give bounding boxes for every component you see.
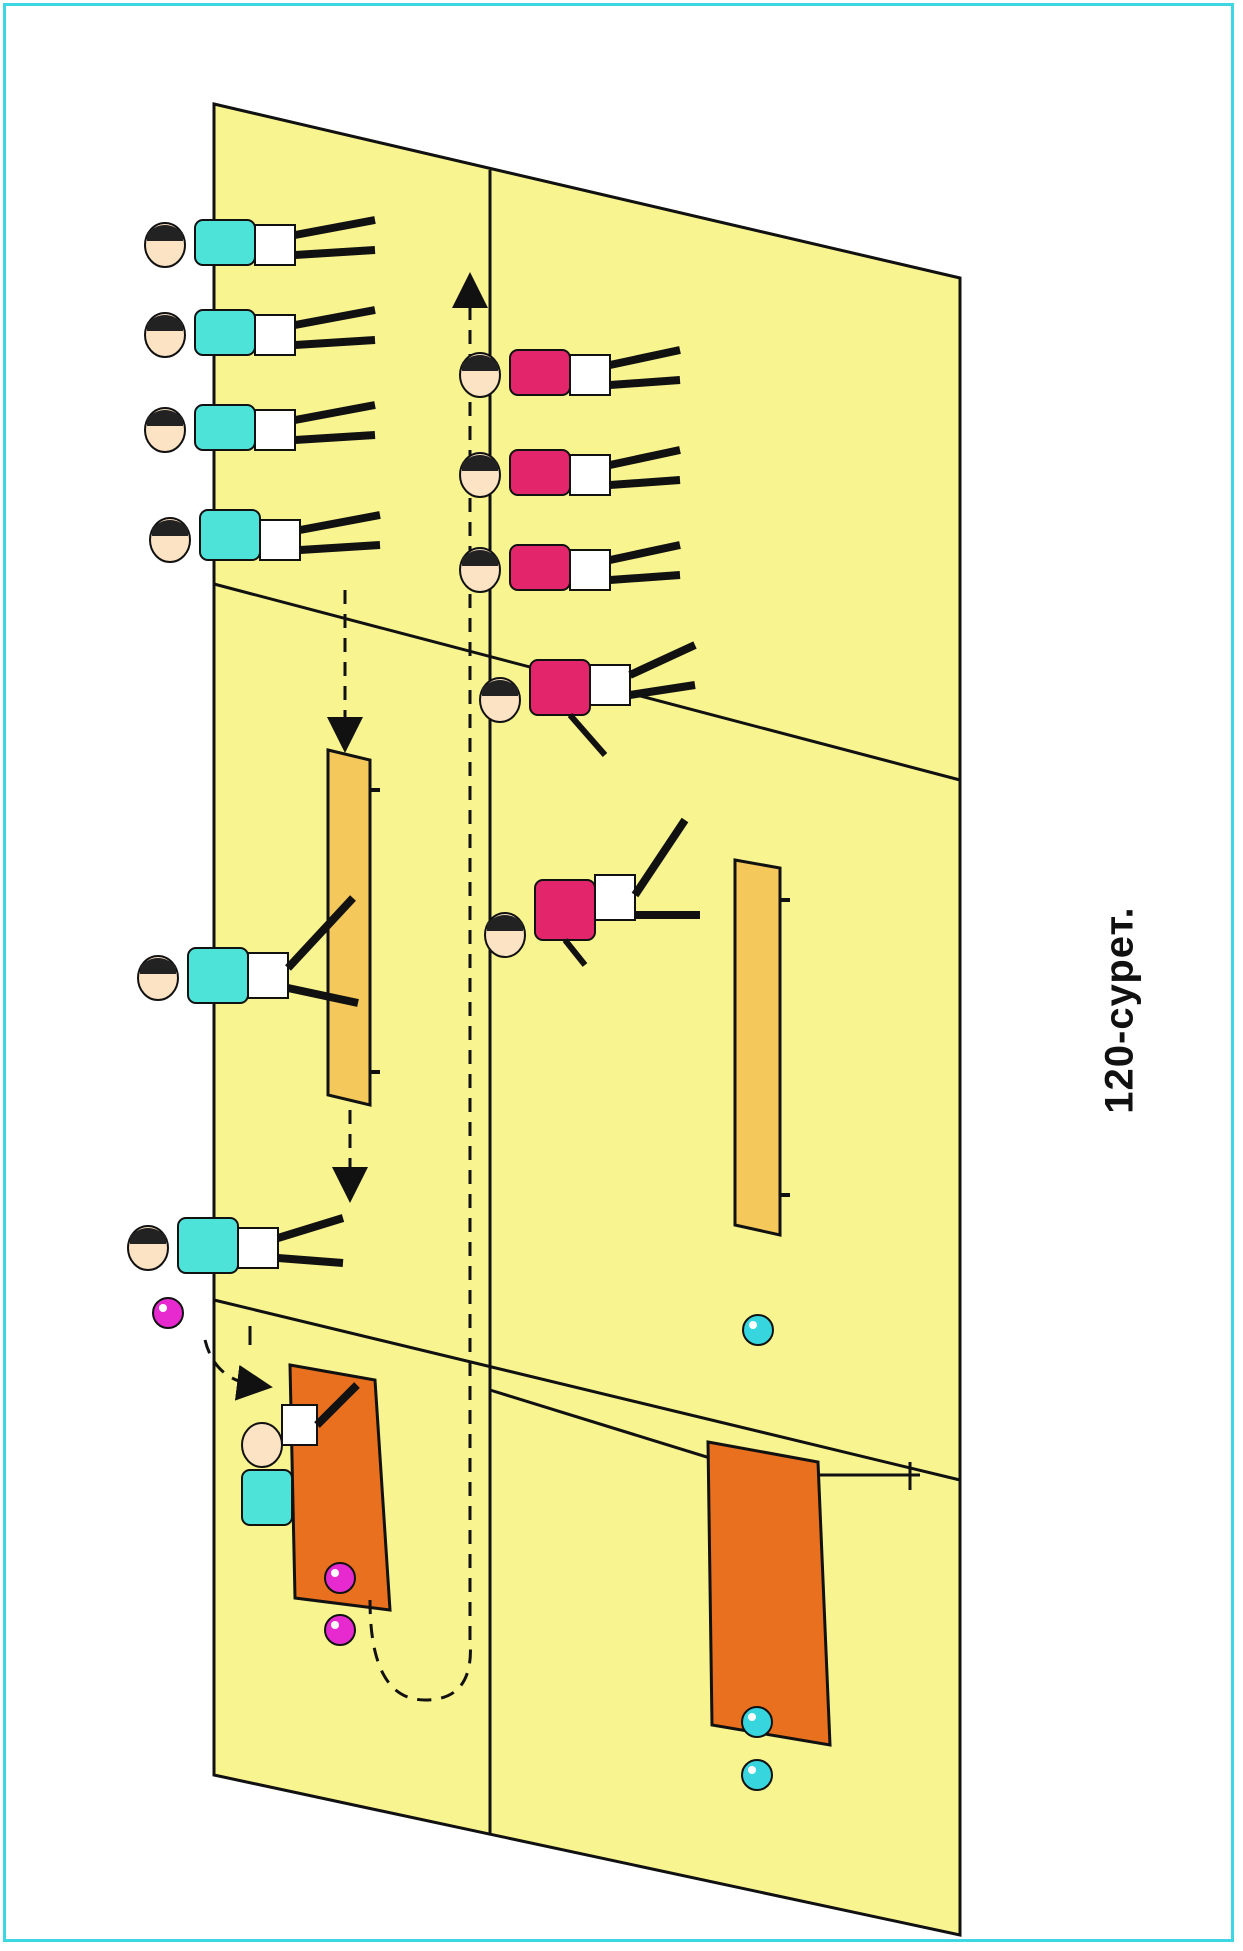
figure-caption: 120-сурет. bbox=[1098, 906, 1143, 1113]
mat-icon bbox=[708, 1442, 830, 1745]
ball-icon bbox=[743, 1315, 773, 1345]
ball-icon bbox=[742, 1760, 772, 1790]
ball-icon bbox=[153, 1298, 183, 1328]
ball-icon bbox=[742, 1707, 772, 1737]
ball-icon bbox=[325, 1563, 355, 1593]
ball-icon bbox=[325, 1615, 355, 1645]
